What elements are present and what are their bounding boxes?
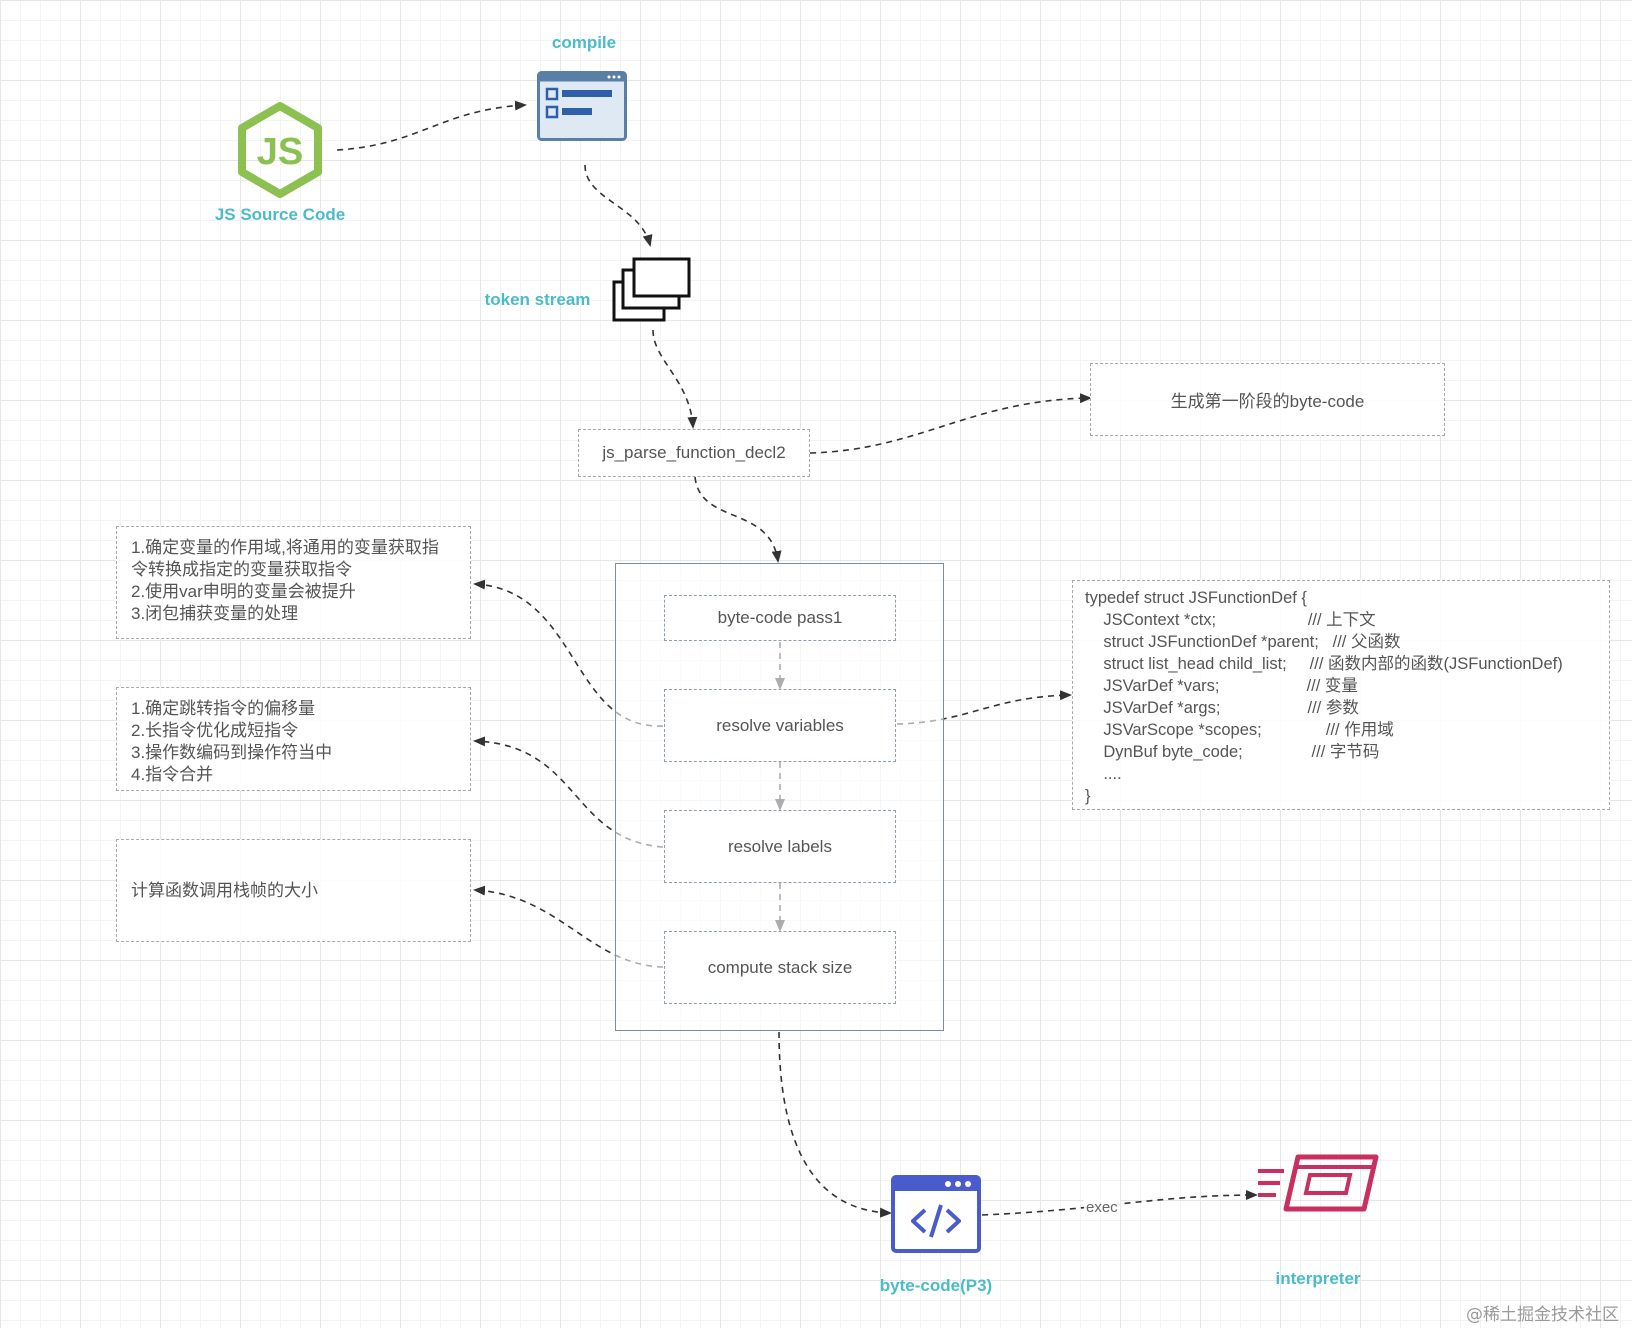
first-stage-node[interactable]: 生成第一阶段的byte-code <box>1090 363 1445 436</box>
arrow-resolve-to-note1 <box>473 579 664 727</box>
arrow-bytecode-to-interpreter <box>981 1190 1258 1216</box>
arrow-frame-to-bytecode <box>778 1031 892 1218</box>
code-line: JSVarDef *vars; /// 变量 <box>1085 677 1358 695</box>
note-resolve-labels[interactable]: 1.确定跳转指令的偏移量 2.长指令优化成短指令 3.操作数编码到操作符当中 4… <box>116 687 471 791</box>
note-line: 1.确定跳转指令的偏移量 <box>131 699 316 718</box>
first-stage-label: 生成第一阶段的byte-code <box>1170 392 1365 411</box>
nodejs-hexagon-icon: JS <box>238 102 322 198</box>
arrow-parse-to-frame <box>694 476 782 563</box>
parse-function-label: js_parse_function_decl2 <box>602 443 786 462</box>
resolve-variables-label: resolve variables <box>716 715 844 735</box>
js-source-label: JS Source Code <box>214 205 346 224</box>
resolve-labels-label: resolve labels <box>728 836 832 856</box>
note-line: 令转换成指定的变量获取指令 <box>131 560 352 579</box>
code-line: JSVarScope *scopes; /// 作用域 <box>1085 721 1394 739</box>
note-compute-stack[interactable]: 计算函数调用栈帧的大小 <box>116 839 471 942</box>
note-line: 计算函数调用栈帧的大小 <box>131 880 318 900</box>
compile-label: compile <box>551 33 617 52</box>
jsfunctiondef-code-box[interactable]: typedef struct JSFunctionDef { JSContext… <box>1072 580 1610 810</box>
code-line: JSContext *ctx; /// 上下文 <box>1085 611 1376 629</box>
token-stream-label: token stream <box>484 290 591 309</box>
code-line: JSVarDef *args; /// 参数 <box>1085 699 1359 717</box>
resolve-variables-node[interactable]: resolve variables <box>664 689 896 762</box>
stacked-windows-icon <box>612 257 691 322</box>
code-line: } <box>1085 787 1091 805</box>
arrow-parse-to-firststage <box>809 393 1092 454</box>
compute-stack-label: compute stack size <box>707 957 853 977</box>
code-line: struct list_head child_list; /// 函数内部的函数… <box>1085 655 1563 673</box>
exec-label: exec <box>1084 1199 1120 1216</box>
arrow-js-to-compile <box>336 100 527 151</box>
note-line: 2.使用var申明的变量会被提升 <box>131 582 356 601</box>
note-line: 1.确定变量的作用域,将通用的变量获取指 <box>131 538 439 557</box>
note-line: 3.操作数编码到操作符当中 <box>131 743 333 762</box>
site-credit: @稀土掘金技术社区 <box>1466 1305 1619 1325</box>
interpreter-label: interpreter <box>1275 1269 1361 1288</box>
code-line: typedef struct JSFunctionDef { <box>1085 589 1307 607</box>
code-line: DynBuf byte_code; /// 字节码 <box>1085 743 1380 761</box>
note-line: 4.指令合并 <box>131 765 214 784</box>
svg-text:JS: JS <box>257 131 303 173</box>
browser-window-icon <box>537 71 627 141</box>
note-line: 3.闭包捕获变量的处理 <box>131 604 299 623</box>
arrow-token-to-parse <box>652 329 698 429</box>
parse-function-node[interactable]: js_parse_function_decl2 <box>578 429 810 477</box>
arrow-compile-to-token <box>584 164 653 247</box>
code-line: .... <box>1085 765 1122 783</box>
fast-forward-panel-icon <box>1258 1154 1379 1212</box>
compute-stack-node[interactable]: compute stack size <box>664 931 896 1004</box>
resolve-labels-node[interactable]: resolve labels <box>664 810 896 883</box>
note-resolve-variables[interactable]: 1.确定变量的作用域,将通用的变量获取指 令转换成指定的变量获取指令 2.使用v… <box>116 526 471 639</box>
code-window-icon <box>891 1175 981 1253</box>
pass1-label: byte-code pass1 <box>717 608 843 627</box>
code-line: struct JSFunctionDef *parent; /// 父函数 <box>1085 633 1401 651</box>
bytecode-label: byte-code(P3) <box>879 1276 993 1295</box>
pass1-node[interactable]: byte-code pass1 <box>664 595 896 641</box>
note-line: 2.长指令优化成短指令 <box>131 721 299 740</box>
arrow-labels-to-note2 <box>473 736 664 848</box>
